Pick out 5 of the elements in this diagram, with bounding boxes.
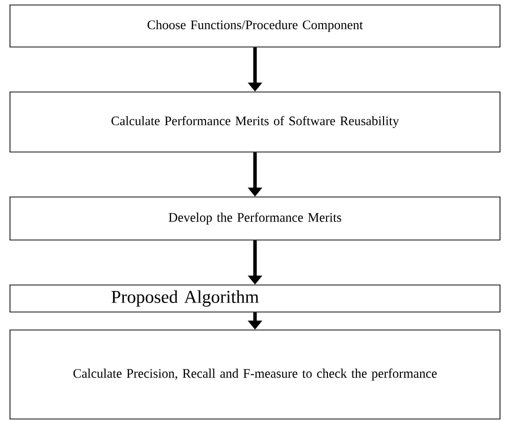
process-box: Choose Functions/Procedure Component [10, 4, 500, 48]
process-box: Proposed Algorithm [10, 284, 500, 312]
process-box: Develop the Performance Merits [10, 196, 500, 240]
process-box: Calculate Precision, Recall and F-measure to check the performance [10, 330, 500, 420]
process-box: Calculate Performance Merits of Software Reusability [10, 92, 500, 152]
